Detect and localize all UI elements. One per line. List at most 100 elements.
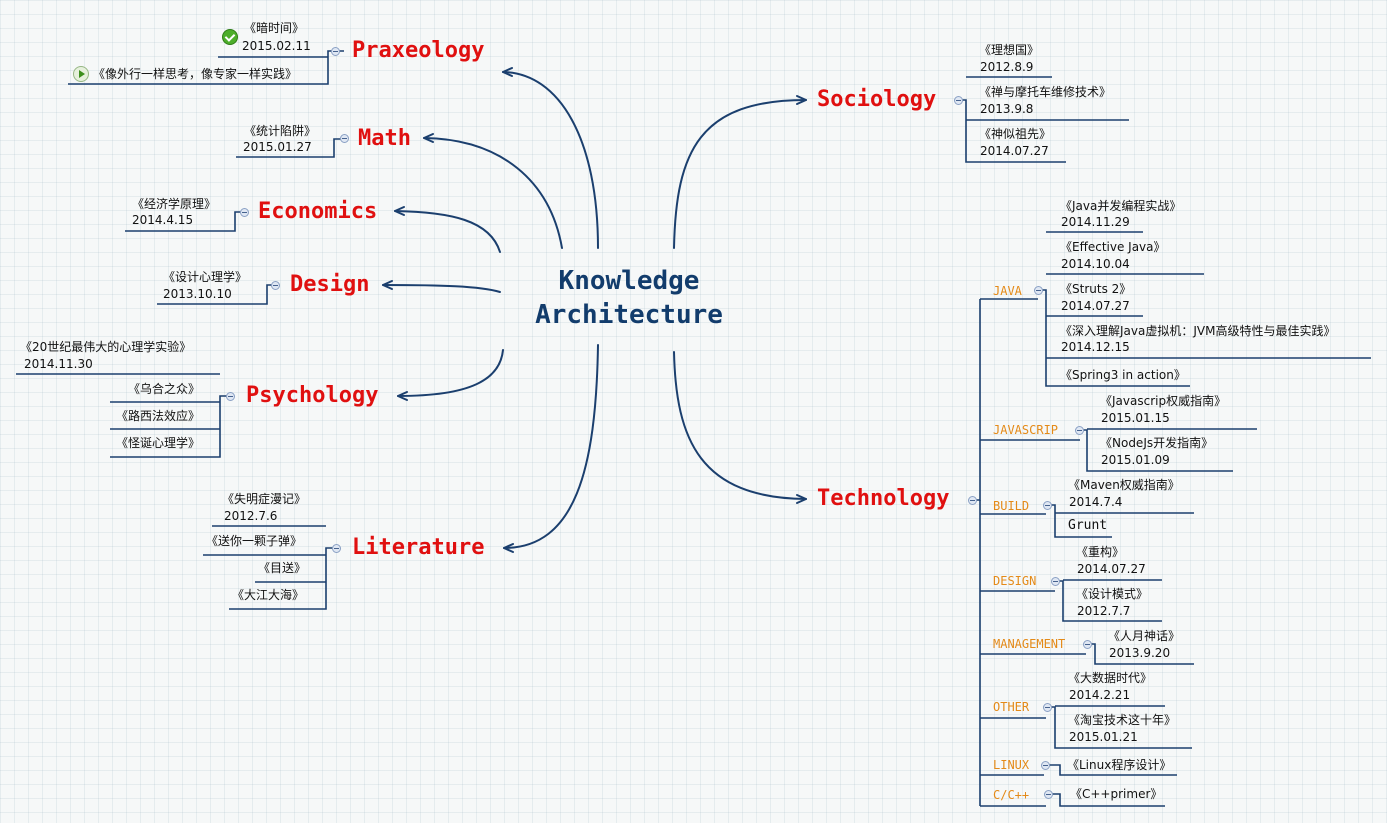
- book-date: 2014.7.4: [1069, 495, 1123, 509]
- check-circle-icon: [222, 29, 238, 45]
- collapse-minus-icon[interactable]: [226, 392, 235, 401]
- book-title[interactable]: 《怪诞心理学》: [116, 436, 201, 450]
- book-title[interactable]: 《大数据时代》: [1068, 671, 1153, 685]
- book-date: 2014.07.27: [980, 144, 1049, 158]
- book-title[interactable]: 《乌合之众》: [128, 382, 201, 396]
- book-title[interactable]: Grunt: [1068, 518, 1108, 533]
- category-other[interactable]: OTHER: [993, 700, 1030, 714]
- book-title[interactable]: 《Effective Java》: [1060, 240, 1166, 254]
- book-title[interactable]: 《20世纪最伟大的心理学实验》: [20, 340, 192, 354]
- book-date: 2014.12.15: [1061, 340, 1130, 354]
- category-java[interactable]: JAVA: [993, 284, 1022, 298]
- collapse-minus-icon[interactable]: [968, 496, 977, 505]
- book-title[interactable]: 《NodeJs开发指南》: [1100, 436, 1214, 450]
- book-date: 2012.7.6: [224, 509, 278, 523]
- book-date: 2013.9.20: [1109, 646, 1171, 660]
- book-title[interactable]: 《目送》: [258, 561, 307, 575]
- collapse-minus-icon[interactable]: [1051, 577, 1060, 586]
- book-date: 2014.11.30: [24, 357, 93, 371]
- book-date: 2015.01.21: [1069, 730, 1138, 744]
- category-design[interactable]: DESIGN: [993, 574, 1037, 588]
- collapse-minus-icon[interactable]: [954, 96, 963, 105]
- collapse-minus-icon[interactable]: [1075, 426, 1084, 435]
- branch-economics: [394, 210, 501, 253]
- book-title[interactable]: 《Javascrip权威指南》: [1100, 394, 1227, 408]
- book-title[interactable]: 《失明症漫记》: [222, 492, 307, 506]
- book-title[interactable]: 《统计陷阱》: [244, 124, 317, 138]
- book-date: 2014.2.21: [1069, 688, 1131, 702]
- book-date: 2014.07.27: [1077, 562, 1146, 576]
- book-date: 2013.9.8: [980, 102, 1034, 116]
- collapse-minus-icon[interactable]: [340, 134, 349, 143]
- category-cpp[interactable]: C/C++: [993, 788, 1030, 802]
- branch-design: [382, 284, 501, 293]
- collapse-minus-icon[interactable]: [1034, 286, 1043, 295]
- category-management[interactable]: MANAGEMENT: [993, 637, 1066, 651]
- topic-literature[interactable]: Literature: [352, 535, 485, 560]
- book-title[interactable]: 《禅与摩托车维修技术》: [979, 85, 1112, 99]
- collapse-minus-icon[interactable]: [1043, 703, 1052, 712]
- collapse-minus-icon[interactable]: [271, 281, 280, 290]
- book-title[interactable]: 《Java并发编程实战》: [1060, 199, 1182, 213]
- collapse-minus-icon[interactable]: [1043, 501, 1052, 510]
- branch-math: [423, 137, 563, 249]
- book-date: 2015.01.15: [1101, 411, 1170, 425]
- central-topic-line2: Architecture: [535, 300, 723, 330]
- book-title[interactable]: 《经济学原理》: [132, 197, 217, 211]
- book-title[interactable]: 《暗时间》: [244, 21, 305, 35]
- book-title[interactable]: 《Linux程序设计》: [1067, 758, 1172, 772]
- book-date: 2014.11.29: [1061, 215, 1130, 229]
- book-date: 2015.02.11: [242, 39, 311, 53]
- collapse-minus-icon[interactable]: [1041, 761, 1050, 770]
- book-title[interactable]: 《理想国》: [979, 43, 1040, 57]
- book-title[interactable]: 《Spring3 in action》: [1060, 368, 1186, 382]
- branch-literature: [503, 344, 599, 549]
- play-circle-icon: [73, 66, 89, 82]
- collapse-minus-icon[interactable]: [1044, 790, 1053, 799]
- collapse-minus-icon[interactable]: [1083, 640, 1092, 649]
- book-title[interactable]: 《重构》: [1076, 545, 1125, 559]
- book-date: 2013.10.10: [163, 287, 232, 301]
- topic-psychology[interactable]: Psychology: [246, 383, 379, 408]
- book-title[interactable]: 《送你一颗子弹》: [206, 534, 303, 548]
- central-topic-line1: Knowledge: [558, 266, 700, 296]
- book-date: 2014.10.04: [1061, 257, 1130, 271]
- branch-praxeology: [502, 71, 599, 249]
- collapse-minus-icon[interactable]: [331, 47, 340, 56]
- book-title[interactable]: 《Struts 2》: [1060, 282, 1132, 296]
- topic-design[interactable]: Design: [290, 272, 370, 297]
- book-title[interactable]: 《设计心理学》: [163, 270, 248, 284]
- topic-sociology[interactable]: Sociology: [817, 87, 937, 112]
- book-date: 2012.7.7: [1077, 604, 1131, 618]
- collapse-minus-icon[interactable]: [332, 544, 341, 553]
- book-title[interactable]: 《Maven权威指南》: [1068, 478, 1180, 492]
- book-title[interactable]: 《淘宝技术这十年》: [1068, 713, 1177, 727]
- category-javascrip[interactable]: JAVASCRIP: [993, 423, 1059, 437]
- book-date: 2014.07.27: [1061, 299, 1130, 313]
- branch-psychology: [397, 349, 504, 397]
- book-title[interactable]: 《人月神话》: [1108, 629, 1181, 643]
- book-title[interactable]: 《路西法效应》: [116, 409, 201, 423]
- topic-math[interactable]: Math: [358, 126, 411, 151]
- book-date: 2015.01.09: [1101, 453, 1170, 467]
- topic-technology[interactable]: Technology: [817, 486, 950, 511]
- book-title[interactable]: 《大江大海》: [232, 588, 305, 602]
- book-date: 2015.01.27: [243, 140, 312, 154]
- book-title[interactable]: 《神似祖先》: [979, 127, 1052, 141]
- branch-sociology: [673, 99, 807, 249]
- central-topic[interactable]: Knowledge Architecture: [500, 264, 758, 332]
- category-linux[interactable]: LINUX: [993, 758, 1030, 772]
- book-date: 2012.8.9: [980, 60, 1034, 74]
- book-title[interactable]: 《设计模式》: [1076, 587, 1149, 601]
- book-title[interactable]: 《像外行一样思考，像专家一样实践》: [93, 67, 298, 81]
- topic-praxeology[interactable]: Praxeology: [352, 38, 485, 63]
- branch-technology: [673, 351, 807, 500]
- topic-economics[interactable]: Economics: [258, 199, 378, 224]
- category-build[interactable]: BUILD: [993, 499, 1030, 513]
- book-date: 2014.4.15: [132, 213, 194, 227]
- book-title[interactable]: 《C++primer》: [1070, 787, 1163, 801]
- collapse-minus-icon[interactable]: [240, 208, 249, 217]
- book-title[interactable]: 《深入理解Java虚拟机：JVM高级特性与最佳实践》: [1060, 324, 1336, 338]
